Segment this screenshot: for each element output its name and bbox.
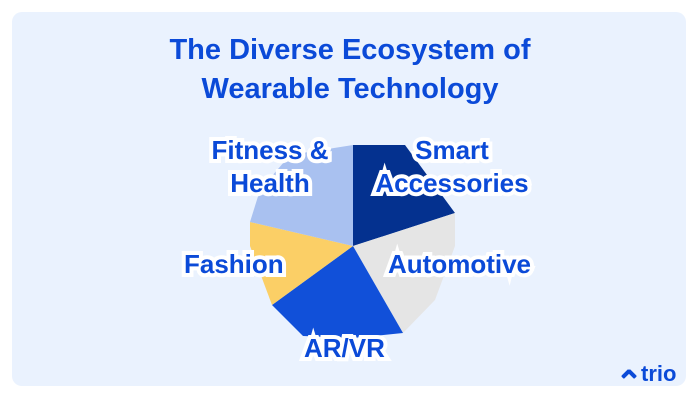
segment-automotive — [353, 213, 455, 333]
label-ar-vr: AR/VR — [300, 329, 389, 367]
label-smart-accessories-line-2: Accessories — [371, 164, 532, 202]
label-automotive-text: Automotive — [384, 245, 535, 283]
segment-smart-accessories — [353, 145, 455, 246]
title-line-2: Wearable Technology — [201, 73, 499, 105]
title-line-1: The Diverse Ecosystem of — [169, 34, 531, 66]
page-title: The Diverse Ecosystem of Wearable Techno… — [0, 31, 700, 109]
segment-ar-vr — [272, 246, 403, 338]
label-fitness-health-line-1: Fitness & — [207, 131, 332, 169]
label-ar-vr-text: AR/VR — [300, 329, 389, 367]
label-smart-accessories-line-1: Smart — [411, 131, 493, 169]
label-fashion: Fashion — [180, 245, 288, 283]
trio-logo-text: trio — [641, 361, 677, 386]
label-smart-accessories: Smart Accessories — [366, 131, 538, 202]
trio-logo: trio — [620, 362, 676, 386]
label-fitness-health-line-2: Health — [226, 164, 313, 202]
segment-fashion — [250, 222, 353, 305]
label-fashion-text: Fashion — [180, 245, 288, 283]
trio-logo-icon — [621, 369, 637, 379]
label-fitness-health: Fitness & Health — [205, 131, 335, 202]
segment-fitness-health — [250, 145, 353, 246]
label-automotive: Automotive — [384, 245, 535, 283]
